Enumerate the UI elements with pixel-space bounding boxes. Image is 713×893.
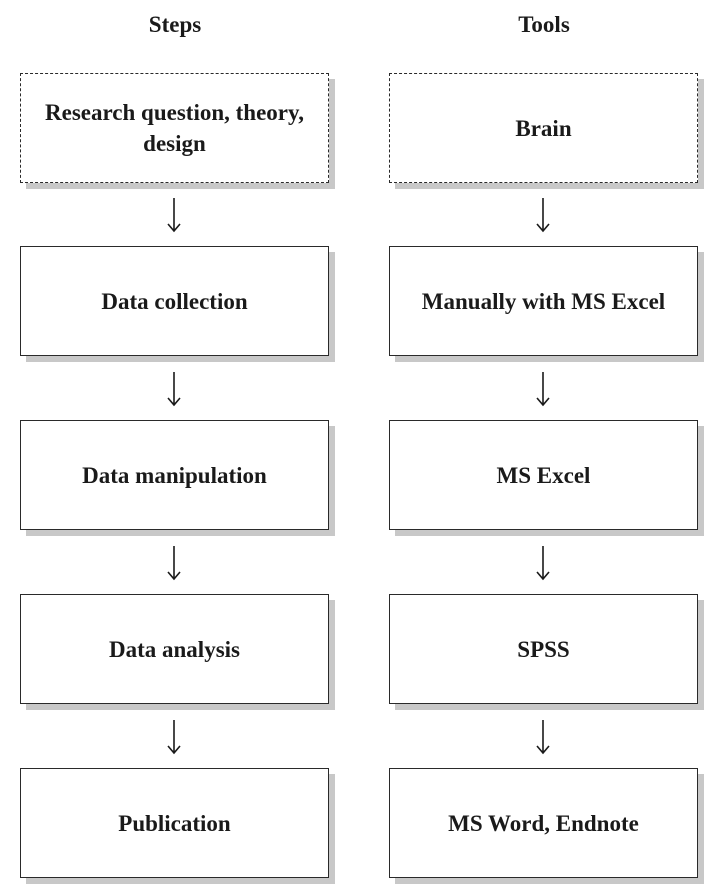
step-label: Publication [118,810,231,836]
step-label: Data analysis [109,636,240,662]
down-arrow-icon [536,546,550,581]
step-box-publication: Publication [20,768,329,878]
down-arrow-icon [167,720,181,755]
steps-column-title: Steps [148,12,202,37]
step-box-data-collection: Data collection [20,246,329,356]
tool-label: SPSS [517,636,570,662]
down-arrow-icon [167,372,181,407]
tool-label: Manually with MS Excel [421,288,666,314]
tool-label: Brain [515,115,572,141]
down-arrow-icon [167,546,181,581]
down-arrow-icon [536,372,550,407]
step-box-data-analysis: Data analysis [20,594,329,704]
tools-column-title: Tools [518,12,570,37]
tool-box-manual-excel: Manually with MS Excel [389,246,698,356]
tool-box-excel: MS Excel [389,420,698,530]
tool-label: MS Word, Endnote [448,810,639,836]
down-arrow-icon [536,720,550,755]
tool-box-spss: SPSS [389,594,698,704]
down-arrow-icon [167,198,181,233]
step-label: Data manipulation [82,462,267,488]
step-box-data-manipulation: Data manipulation [20,420,329,530]
step-label: Data collection [101,288,248,314]
step-box-research-design: Research question, theory, design [20,73,329,183]
tool-box-word-endnote: MS Word, Endnote [389,768,698,878]
tool-label: MS Excel [496,462,591,488]
step-label: Research question, theory, design [45,100,304,156]
tool-box-brain: Brain [389,73,698,183]
down-arrow-icon [536,198,550,233]
